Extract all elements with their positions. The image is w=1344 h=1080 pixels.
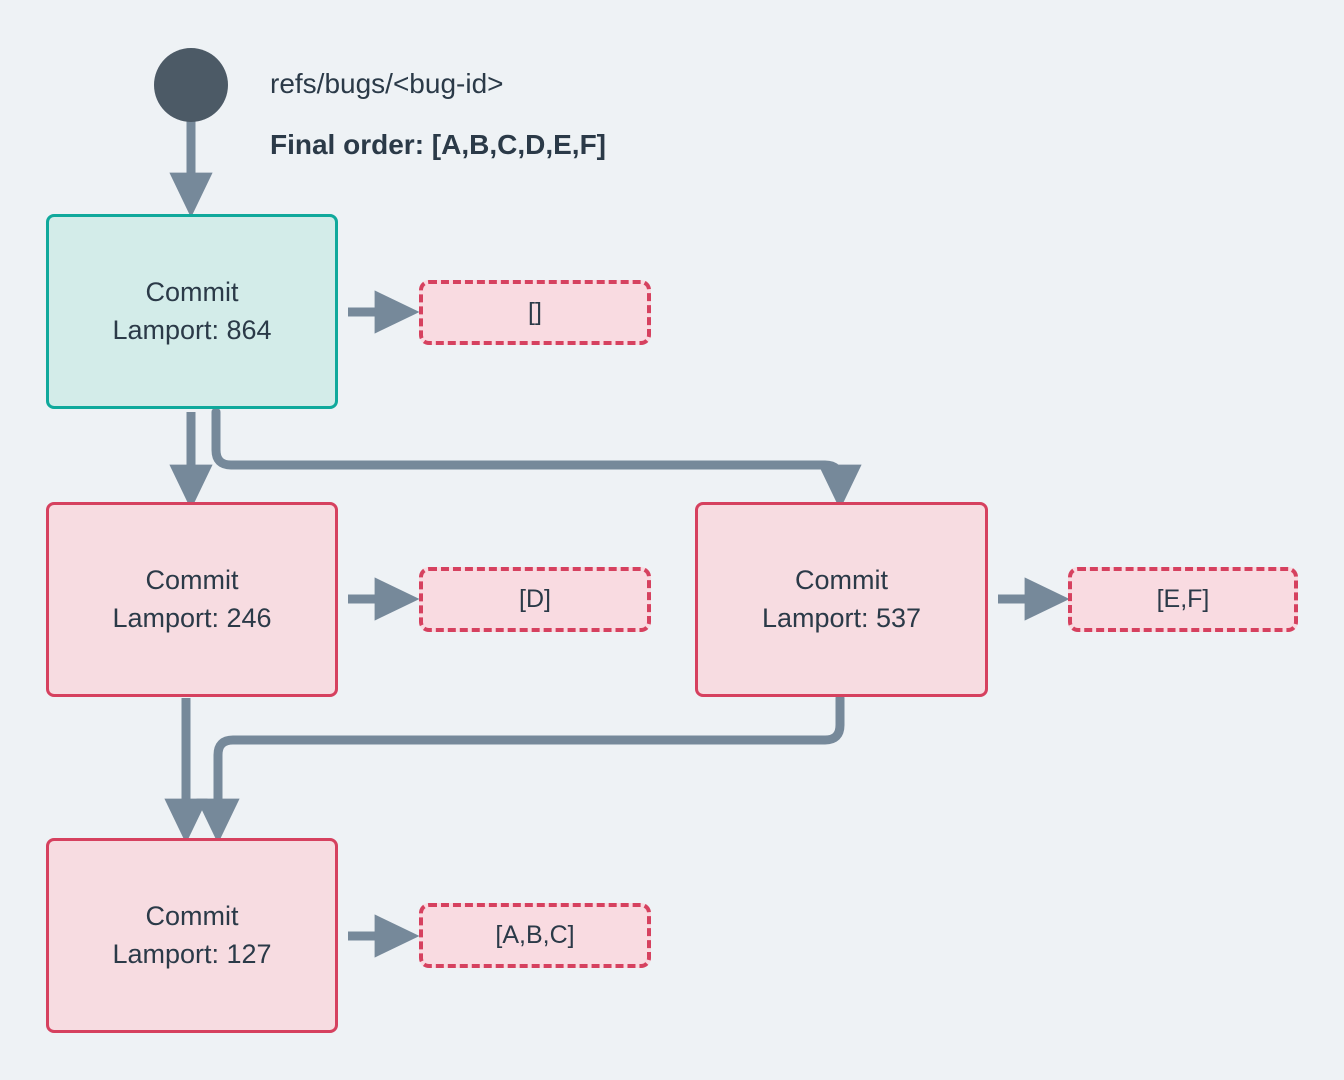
annotation-text: [E,F] xyxy=(1156,585,1210,613)
ref-label: refs/bugs/<bug-id> xyxy=(270,68,504,99)
commit-lamport: Lamport: 537 xyxy=(761,602,922,633)
commit-title: Commit xyxy=(145,277,239,308)
commit-node-246[interactable]: Commit Lamport: 246 xyxy=(46,502,338,697)
commit-lamport: Lamport: 864 xyxy=(112,314,272,345)
annotation-box-246: [D] xyxy=(419,567,651,632)
start-dot xyxy=(154,48,228,122)
edge-864-to-537 xyxy=(211,407,862,510)
annotation-text: [A,B,C] xyxy=(495,921,575,949)
final-order-label: Final order: [A,B,C,D,E,F] xyxy=(270,129,606,160)
commit-title: Commit xyxy=(145,565,239,596)
commit-title: Commit xyxy=(145,901,239,932)
edge-537-to-127 xyxy=(196,693,845,844)
commit-node-864[interactable]: Commit Lamport: 864 xyxy=(46,214,338,409)
commit-title: Commit xyxy=(795,565,888,596)
commit-lamport: Lamport: 246 xyxy=(112,602,272,633)
annotation-text: [D] xyxy=(519,585,551,613)
annotation-box-864: [] xyxy=(419,280,651,345)
annotation-box-127: [A,B,C] xyxy=(419,903,651,968)
annotation-box-537: [E,F] xyxy=(1068,567,1298,632)
annotation-text: [] xyxy=(528,298,542,326)
commit-node-127[interactable]: Commit Lamport: 127 xyxy=(46,838,338,1033)
commit-node-537[interactable]: Commit Lamport: 537 xyxy=(695,502,988,697)
commit-lamport: Lamport: 127 xyxy=(112,938,272,969)
